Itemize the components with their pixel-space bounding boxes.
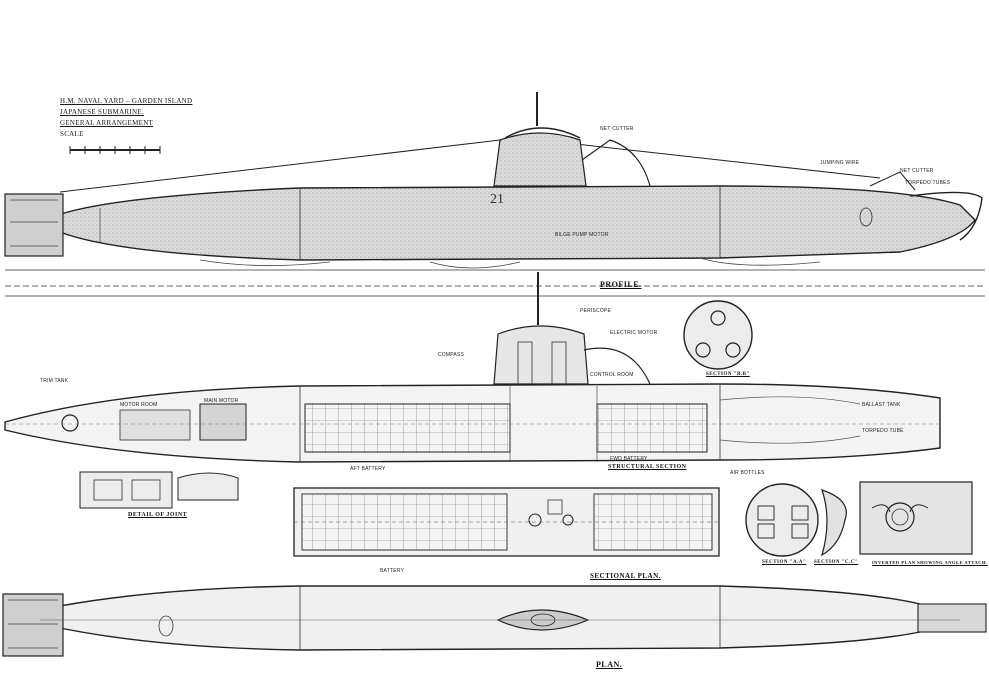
- caption-section-bb: SECTION "B.B": [706, 372, 750, 377]
- label-torpedo-tube: TORPEDO TUBE: [862, 428, 904, 434]
- label-electric-motor: ELECTRIC MOTOR: [610, 330, 658, 336]
- inverted-plan-view: [859, 481, 973, 555]
- detail-of-joint: [79, 471, 239, 509]
- hull-number: 21: [490, 192, 504, 207]
- label-jumping-wire: JUMPING WIRE: [820, 160, 860, 166]
- label-ballast-tank: BALLAST TANK: [862, 402, 901, 408]
- scale-bar: [69, 146, 161, 154]
- label-net-cutter-bow: NET CUTTER: [900, 168, 934, 174]
- title-scale: SCALE: [60, 130, 84, 138]
- label-net-cutter: NET CUTTER: [600, 126, 634, 132]
- label-air-bottles: AIR BOTTLES: [730, 470, 765, 476]
- plan-view: [2, 585, 987, 657]
- label-torpedo-tubes: TORPEDO TUBES: [905, 180, 951, 186]
- structural-section-view: [4, 272, 941, 463]
- title-line-3: GENERAL ARRANGEMENT: [60, 119, 154, 127]
- label-control-room: CONTROL ROOM: [590, 372, 634, 378]
- label-battery: BATTERY: [380, 568, 404, 574]
- label-aft-battery: AFT BATTERY: [350, 466, 386, 472]
- section-bb-view: [683, 300, 753, 370]
- label-trim-tank: TRIM TANK: [40, 378, 69, 384]
- profile-view: [4, 92, 983, 269]
- title-line-1: H.M. NAVAL YARD – GARDEN ISLAND: [60, 97, 193, 105]
- sectional-plan-view: [293, 487, 720, 557]
- caption-section-aa: SECTION "A.A": [762, 560, 807, 565]
- title-line-2: JAPANESE SUBMARINE.: [60, 108, 145, 116]
- title-block: H.M. NAVAL YARD – GARDEN ISLAND JAPANESE…: [60, 96, 210, 140]
- section-aa-view: [745, 483, 819, 557]
- caption-plan: PLAN.: [596, 660, 623, 669]
- label-bilge-pump: BILGE PUMP MOTOR: [555, 232, 609, 238]
- label-motor-room: MOTOR ROOM: [120, 402, 158, 408]
- caption-sectional-plan: SECTIONAL PLAN.: [590, 572, 661, 580]
- label-fwd-battery: FWD BATTERY: [610, 456, 648, 462]
- caption-section-cc: SECTION "C.C": [814, 560, 859, 565]
- caption-inverted-plan: INVERTED PLAN SHOWING ANGLE ATTACH.: [872, 560, 988, 565]
- dimension-lines: [5, 269, 985, 297]
- caption-structural-section: STRUCTURAL SECTION: [608, 464, 687, 470]
- label-periscope: PERISCOPE: [580, 308, 611, 314]
- label-compass: COMPASS: [438, 352, 465, 358]
- caption-detail-of-joint: DETAIL OF JOINT: [128, 512, 188, 518]
- section-cc-view: [821, 489, 847, 557]
- caption-profile: PROFILE.: [600, 280, 642, 289]
- label-main-motor: MAIN MOTOR: [204, 398, 239, 404]
